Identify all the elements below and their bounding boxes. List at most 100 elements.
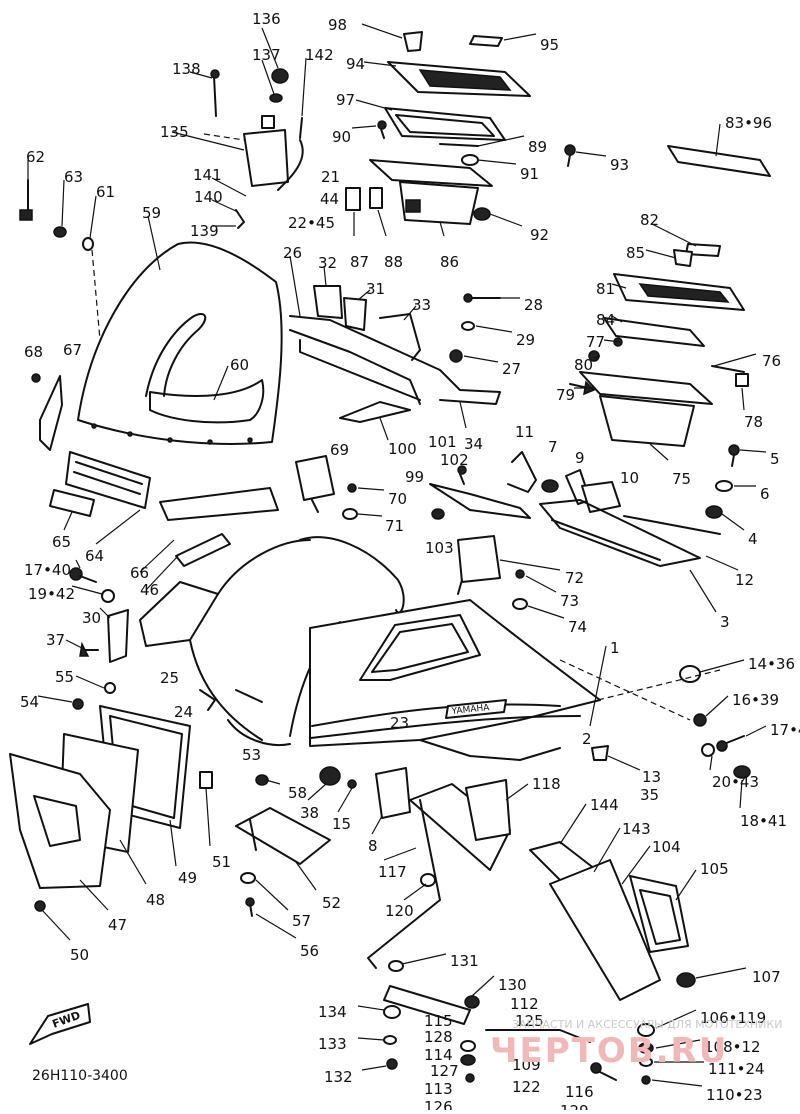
part-callout: 34: [464, 435, 483, 453]
part-callout: 30: [82, 609, 101, 627]
part-callout: 134: [318, 1003, 347, 1021]
part-callout: 79: [556, 386, 575, 404]
part-callout: 75: [672, 470, 691, 488]
part-callout: 117: [378, 863, 407, 881]
meter-cover-group: [345, 31, 771, 225]
part-callout: 10: [620, 469, 639, 487]
part-callout: 1: [610, 639, 620, 657]
part-callout: 136: [252, 10, 281, 28]
part-callout: 91: [520, 165, 539, 183]
part-callout: 78: [744, 413, 763, 431]
part-callout: 132: [324, 1068, 353, 1086]
right-fasteners: [559, 659, 751, 779]
part-callout: 35: [640, 786, 659, 804]
part-callout: 38: [300, 804, 319, 822]
part-callout: 60: [230, 356, 249, 374]
part-callout: 89: [528, 138, 547, 156]
part-callout: 100: [388, 440, 417, 458]
part-callout: 5: [770, 450, 780, 468]
leader-lines: [27, 23, 767, 1087]
part-callout: 125: [515, 1012, 544, 1030]
part-callout: 29: [516, 331, 535, 349]
part-callout: 9: [575, 449, 585, 467]
part-callout: 80: [574, 356, 593, 374]
part-callout: 51: [212, 853, 231, 871]
part-callout: 135: [160, 123, 189, 141]
part-callout: 138: [172, 60, 201, 78]
part-callout: 101: [428, 433, 457, 451]
part-callout: 33: [412, 296, 431, 314]
part-callout: 11: [515, 423, 534, 441]
part-callout: 76: [762, 352, 781, 370]
part-callout: 44: [320, 190, 339, 208]
stay-bracket: [289, 285, 501, 423]
part-callout: 87: [350, 253, 369, 271]
part-callout: 31: [366, 280, 385, 298]
part-callout: 8: [368, 837, 378, 855]
left-fasteners: [19, 179, 279, 710]
part-callout: 116: [565, 1083, 594, 1101]
part-callout: 133: [318, 1035, 347, 1053]
part-callout: 137: [252, 46, 281, 64]
part-callout: 17•40: [24, 561, 71, 579]
part-callout: 99: [405, 468, 424, 486]
part-callout: 112: [510, 995, 539, 1013]
fwd-arrow: FWD: [29, 1003, 91, 1045]
watermark-logo: ЧЕРТОВ.RU: [490, 1031, 728, 1071]
part-callout: 105: [700, 860, 729, 878]
part-callout: 104: [652, 838, 681, 856]
part-callout: 141: [193, 166, 222, 184]
side-panel-group: [429, 451, 721, 567]
part-callout: 69: [330, 441, 349, 459]
part-callout: 63: [64, 168, 83, 186]
part-callout: 58: [288, 784, 307, 802]
part-callout: 57: [292, 912, 311, 930]
part-callout: 65: [52, 533, 71, 551]
part-callout: 61: [96, 183, 115, 201]
part-callout: 84: [596, 311, 615, 329]
part-callout: 97: [336, 91, 355, 109]
part-callout: 72: [565, 569, 584, 587]
part-callout: 22•45: [288, 214, 335, 232]
part-callout: 140: [194, 188, 223, 206]
part-callout: 14•36: [748, 655, 795, 673]
part-callout: 67: [63, 341, 82, 359]
part-callout: 16•39: [732, 691, 779, 709]
part-callout: 115: [424, 1012, 453, 1030]
part-callout: 49: [178, 869, 197, 887]
part-callout: 128: [424, 1028, 453, 1046]
main-fairing: [139, 536, 609, 761]
part-callout: 120: [385, 902, 414, 920]
part-callout: 113: [424, 1080, 453, 1098]
part-callout: 110•23: [706, 1086, 763, 1104]
part-callout: 109: [512, 1056, 541, 1074]
part-callout: 143: [622, 820, 651, 838]
windshield: [77, 241, 283, 445]
part-callout: 6: [760, 485, 770, 503]
part-callout: 77: [586, 333, 605, 351]
part-callout: 111•24: [708, 1060, 765, 1078]
part-callout: 54: [20, 693, 39, 711]
part-callout: 142: [305, 46, 334, 64]
part-callout: 25: [160, 669, 179, 687]
part-callout: 118: [532, 775, 561, 793]
part-callout: 108•12: [704, 1038, 761, 1056]
part-callout: 24: [174, 703, 193, 721]
part-callout: 59: [142, 204, 161, 222]
lower-right-brackets: [367, 779, 696, 1001]
part-callout: 17•40: [770, 721, 800, 739]
part-callout: 20•43: [712, 773, 759, 791]
part-callout: 144: [590, 796, 619, 814]
bottom-fasteners: [383, 960, 655, 1085]
part-callout: 102: [440, 451, 469, 469]
part-callout: 122: [512, 1078, 541, 1096]
reservoir-group: [203, 68, 304, 229]
watermark-caption: ЗАПЧАСТИ И АКСЕССУАРЫ ДЛЯ МОТОТЕХНИКИ: [512, 1018, 782, 1031]
part-callout: 7: [548, 438, 558, 456]
part-callout: 48: [146, 891, 165, 909]
part-callout: 23: [390, 714, 409, 732]
diagram-code: 26H110-3400: [32, 1068, 128, 1084]
part-callout: 32: [318, 254, 337, 272]
